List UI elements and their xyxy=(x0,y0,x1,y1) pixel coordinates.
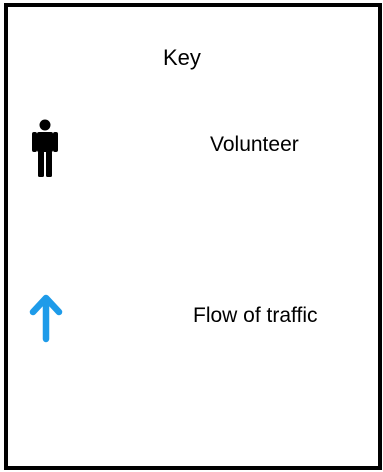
legend-label-volunteer: Volunteer xyxy=(210,133,299,156)
arrow-up-icon xyxy=(28,293,64,343)
person-icon xyxy=(30,119,60,177)
legend-label-traffic: Flow of traffic xyxy=(193,304,318,327)
key-legend-box: Key Volunteer Flow of traffic xyxy=(4,3,382,470)
key-title: Key xyxy=(163,45,201,70)
